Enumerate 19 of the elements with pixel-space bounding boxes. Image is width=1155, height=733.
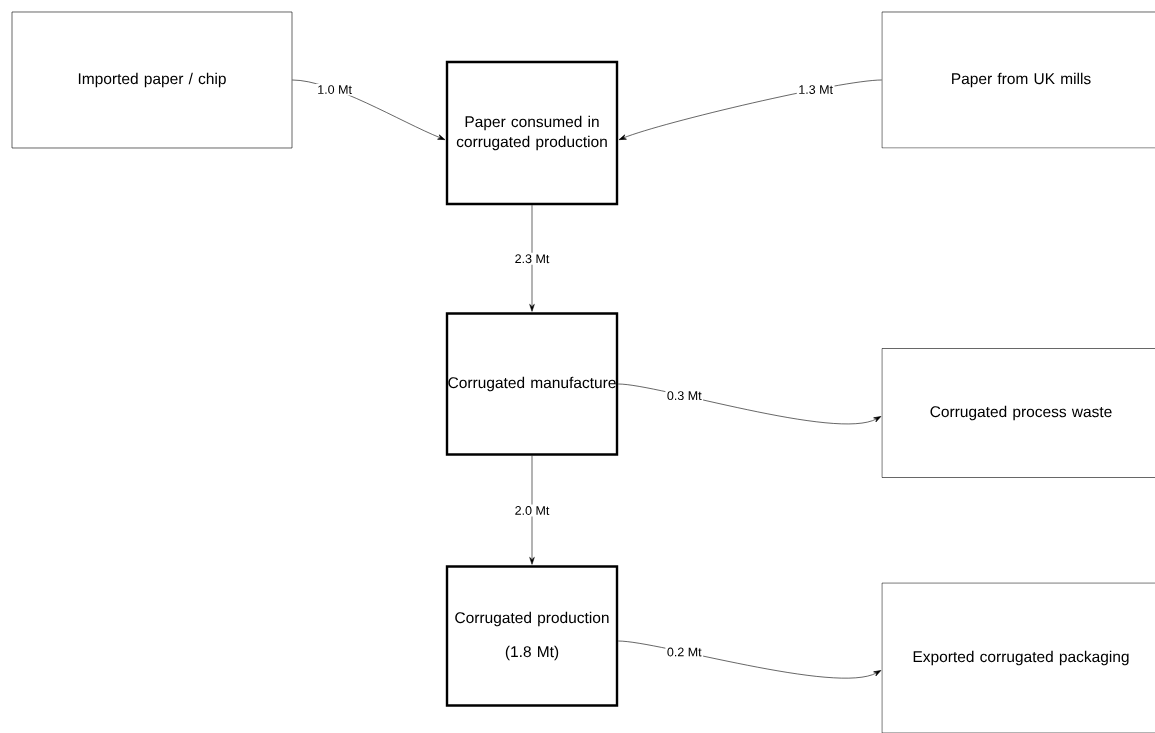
- process-box: Paper consumed in corrugated production: [445, 60, 619, 206]
- arrow: [529, 455, 535, 565]
- edge-label: 0.3 Mt: [665, 389, 704, 402]
- arrow: [292, 79, 446, 140]
- source-box: Corrugated process waste: [881, 348, 1155, 478]
- edge-label: 2.3 Mt: [513, 252, 551, 265]
- edge-label: 1.3 Mt: [796, 83, 835, 96]
- source-box: Imported paper / chip: [11, 11, 293, 149]
- arrow: [617, 640, 882, 679]
- arrow: [617, 383, 882, 425]
- source-box: Paper from UK mills: [881, 11, 1155, 149]
- edge-label: 1.0 Mt: [315, 83, 354, 96]
- arrow: [529, 204, 535, 312]
- process-box: Corrugated manufacture: [445, 312, 619, 456]
- process-box: Corrugated production (1.8 Mt): [445, 565, 619, 707]
- arrow: [618, 79, 882, 140]
- source-box: Exported corrugated packaging: [881, 582, 1155, 733]
- edge-label: 0.2 Mt: [665, 646, 704, 658]
- edge-label: 2.0 Mt: [513, 504, 551, 517]
